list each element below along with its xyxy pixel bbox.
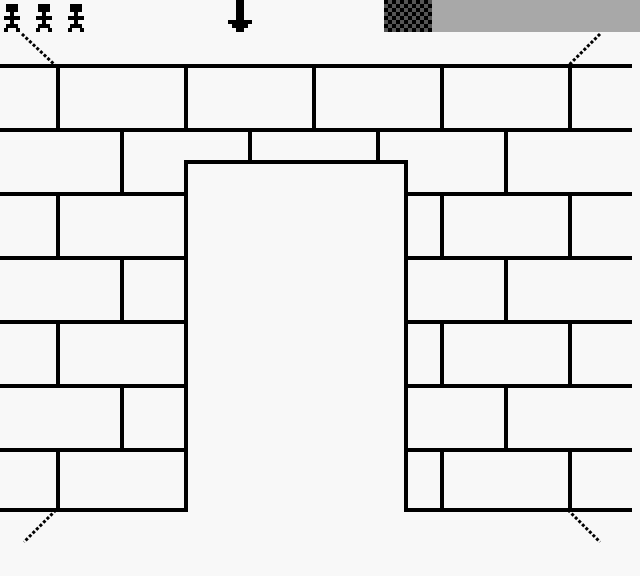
brick-line: [0, 256, 188, 260]
brick-line: [440, 320, 444, 384]
doorway-frame: [404, 160, 408, 512]
brick-line: [568, 320, 572, 384]
brick-line: [404, 384, 632, 388]
brick-line: [440, 64, 444, 130]
life-icon: [68, 4, 84, 32]
life-icon: [36, 4, 52, 32]
brick-line: [568, 192, 572, 256]
brick-line: [56, 320, 60, 384]
brick-line: [312, 64, 316, 130]
brick-line: [568, 64, 572, 130]
brick-line: [404, 448, 632, 452]
brick-line: [440, 192, 444, 256]
brick-line: [184, 64, 188, 130]
brick-line: [0, 320, 188, 324]
life-icon: [4, 4, 20, 32]
arrow-down-icon: [228, 0, 252, 32]
brick-line: [56, 192, 60, 256]
brick-line: [120, 128, 124, 194]
brick-line: [0, 508, 188, 512]
brick-line: [56, 448, 60, 512]
doorway-frame: [184, 160, 408, 164]
brick-line: [404, 320, 632, 324]
brick-line: [404, 192, 632, 196]
brick-line: [0, 192, 188, 196]
brick-line: [504, 384, 508, 448]
brick-line: [0, 448, 188, 452]
brick-wall: [0, 64, 632, 512]
corner-lines: [20, 32, 602, 544]
brick-line: [0, 384, 188, 388]
brick-line: [56, 64, 60, 130]
brick-line: [376, 128, 380, 162]
brick-line: [504, 128, 508, 194]
brick-line: [504, 256, 508, 320]
doorway-frame: [184, 160, 188, 512]
lives-indicator: [4, 4, 84, 32]
brick-line: [404, 256, 632, 260]
brick-line: [568, 448, 572, 512]
brick-line: [404, 508, 632, 512]
brick-line: [120, 384, 124, 448]
health-bar-fill: [384, 0, 432, 32]
health-bar: [384, 0, 640, 32]
brick-line: [120, 256, 124, 320]
brick-line: [440, 448, 444, 512]
brick-line: [248, 128, 252, 162]
